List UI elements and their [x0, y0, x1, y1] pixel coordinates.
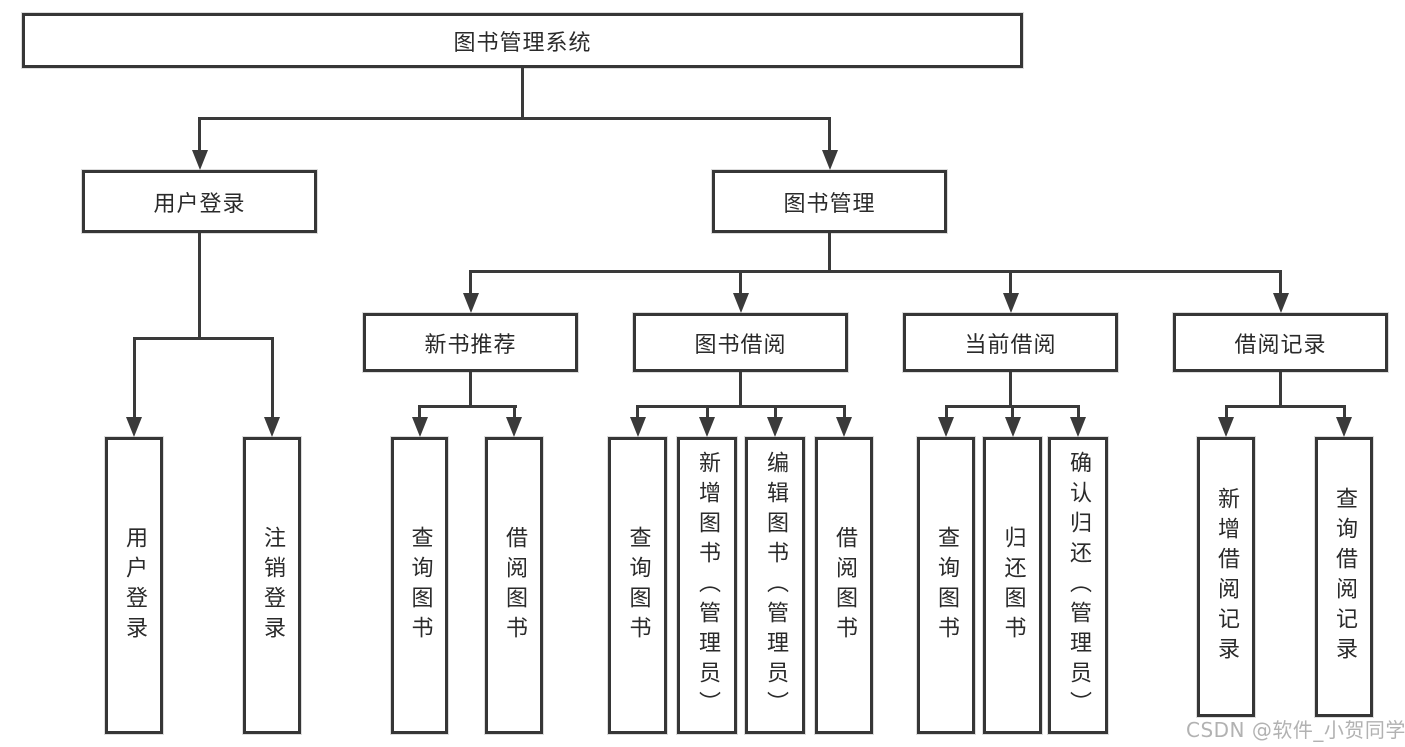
connector-borrowing-records-stem: [1279, 372, 1282, 408]
arrow-stem: [705, 405, 709, 419]
node-book-borrowing-label: 图书借阅: [694, 332, 787, 358]
arrow-stem: [469, 270, 472, 295]
leaf-query-borrow-record-label: 查询借阅记录: [1332, 487, 1357, 667]
leaf-borrow-books-2: 借阅图书: [815, 437, 873, 734]
arrow-down-icon: [1218, 417, 1234, 437]
arrow-down-icon: [1002, 293, 1019, 313]
arrow-stem: [773, 405, 777, 419]
connector-user-login-stem: [198, 233, 201, 340]
leaf-add-books-admin-label: 新增图书（管理员）: [695, 450, 720, 721]
leaf-add-books-admin: 新增图书（管理员）: [677, 437, 737, 734]
arrow-down-icon: [938, 417, 954, 437]
arrow-down-icon: [264, 417, 280, 437]
leaf-borrow-books-1: 借阅图书: [485, 437, 543, 734]
leaf-logout: 注销登录: [243, 437, 301, 734]
node-book-management: 图书管理: [712, 170, 947, 233]
node-book-management-label: 图书管理: [783, 191, 876, 217]
arrow-stem: [1342, 405, 1346, 419]
watermark: CSDN @软件_小贺同学: [1186, 718, 1405, 742]
arrow-stem: [1076, 405, 1080, 419]
arrow-stem: [132, 337, 136, 418]
connector-book-borrowing-stem: [739, 372, 742, 408]
arrow-down-icon: [1004, 417, 1021, 437]
leaf-user-login-label: 用户登录: [122, 525, 147, 646]
leaf-confirm-return-admin-label: 确认归还（管理员）: [1066, 450, 1091, 721]
arrow-down-icon: [821, 150, 838, 170]
leaf-user-login: 用户登录: [105, 437, 163, 734]
connector-borrowing-records-branch: [1224, 405, 1346, 408]
connector-root-branch: [198, 117, 831, 120]
arrow-down-icon: [506, 417, 522, 437]
arrow-down-icon: [1336, 417, 1352, 437]
arrow-stem: [842, 405, 846, 419]
arrow-stem: [512, 405, 516, 419]
arrow-stem: [1224, 405, 1228, 419]
leaf-query-books-3: 查询图书: [917, 437, 975, 734]
leaf-edit-books-admin-label: 编辑图书（管理员）: [763, 450, 788, 721]
node-borrowing-records: 借阅记录: [1173, 313, 1388, 372]
arrow-stem: [270, 337, 274, 418]
leaf-query-books-3-label: 查询图书: [934, 525, 959, 646]
node-current-borrowing: 当前借阅: [903, 313, 1118, 372]
arrow-down-icon: [732, 293, 749, 313]
arrow-stem: [1009, 270, 1012, 295]
arrow-stem: [1011, 405, 1014, 419]
leaf-return-books: 归还图书: [983, 437, 1042, 734]
leaf-add-borrow-record: 新增借阅记录: [1197, 437, 1255, 717]
connector-user-login-branch: [132, 337, 274, 340]
node-user-login-group: 用户登录: [82, 170, 317, 233]
connector-root-stem: [521, 68, 524, 120]
node-borrowing-records-label: 借阅记录: [1234, 332, 1327, 358]
arrow-down-icon: [462, 293, 479, 313]
arrow-stem: [1279, 270, 1282, 295]
node-library-management-system: 图书管理系统: [22, 13, 1023, 68]
leaf-edit-books-admin: 编辑图书（管理员）: [745, 437, 805, 734]
arrow-down-icon: [629, 417, 646, 437]
arrow-down-icon: [411, 417, 428, 437]
leaf-add-borrow-record-label: 新增借阅记录: [1214, 487, 1239, 667]
leaf-confirm-return-admin: 确认归还（管理员）: [1048, 437, 1108, 734]
node-current-borrowing-label: 当前借阅: [964, 332, 1057, 358]
node-library-management-system-label: 图书管理系统: [453, 30, 592, 56]
arrow-down-icon: [126, 417, 142, 437]
arrow-stem: [418, 405, 421, 419]
connector-current-borrowing-stem: [1009, 372, 1012, 408]
connector-book-borrowing-branch: [636, 405, 846, 408]
leaf-query-books-1-label: 查询图书: [407, 525, 433, 646]
arrow-down-icon: [191, 150, 208, 170]
leaf-query-books-2: 查询图书: [608, 437, 667, 734]
arrow-stem: [739, 270, 742, 295]
arrow-stem: [198, 117, 201, 151]
arrow-down-icon: [836, 417, 852, 437]
leaf-query-books-1: 查询图书: [391, 437, 448, 734]
arrow-down-icon: [699, 417, 715, 437]
leaf-query-borrow-record: 查询借阅记录: [1315, 437, 1373, 717]
arrow-stem: [636, 405, 639, 419]
node-new-book-recommend: 新书推荐: [363, 313, 578, 372]
arrow-down-icon: [1272, 293, 1289, 313]
arrow-stem: [944, 405, 948, 419]
connector-new-book-stem: [469, 372, 472, 408]
node-user-login-group-label: 用户登录: [153, 191, 246, 217]
connector-book-management-stem: [828, 233, 831, 273]
arrow-down-icon: [1070, 417, 1086, 437]
leaf-borrow-books-1-label: 借阅图书: [502, 525, 527, 646]
node-new-book-recommend-label: 新书推荐: [424, 332, 517, 358]
connector-book-management-branch: [469, 270, 1282, 273]
leaf-return-books-label: 归还图书: [1000, 525, 1026, 646]
node-book-borrowing: 图书借阅: [633, 313, 848, 372]
arrow-stem: [828, 117, 831, 151]
leaf-borrow-books-2-label: 借阅图书: [832, 525, 857, 646]
leaf-logout-label: 注销登录: [260, 525, 285, 646]
arrow-down-icon: [767, 417, 783, 437]
connector-new-book-branch: [418, 405, 517, 408]
leaf-query-books-2-label: 查询图书: [625, 525, 651, 646]
